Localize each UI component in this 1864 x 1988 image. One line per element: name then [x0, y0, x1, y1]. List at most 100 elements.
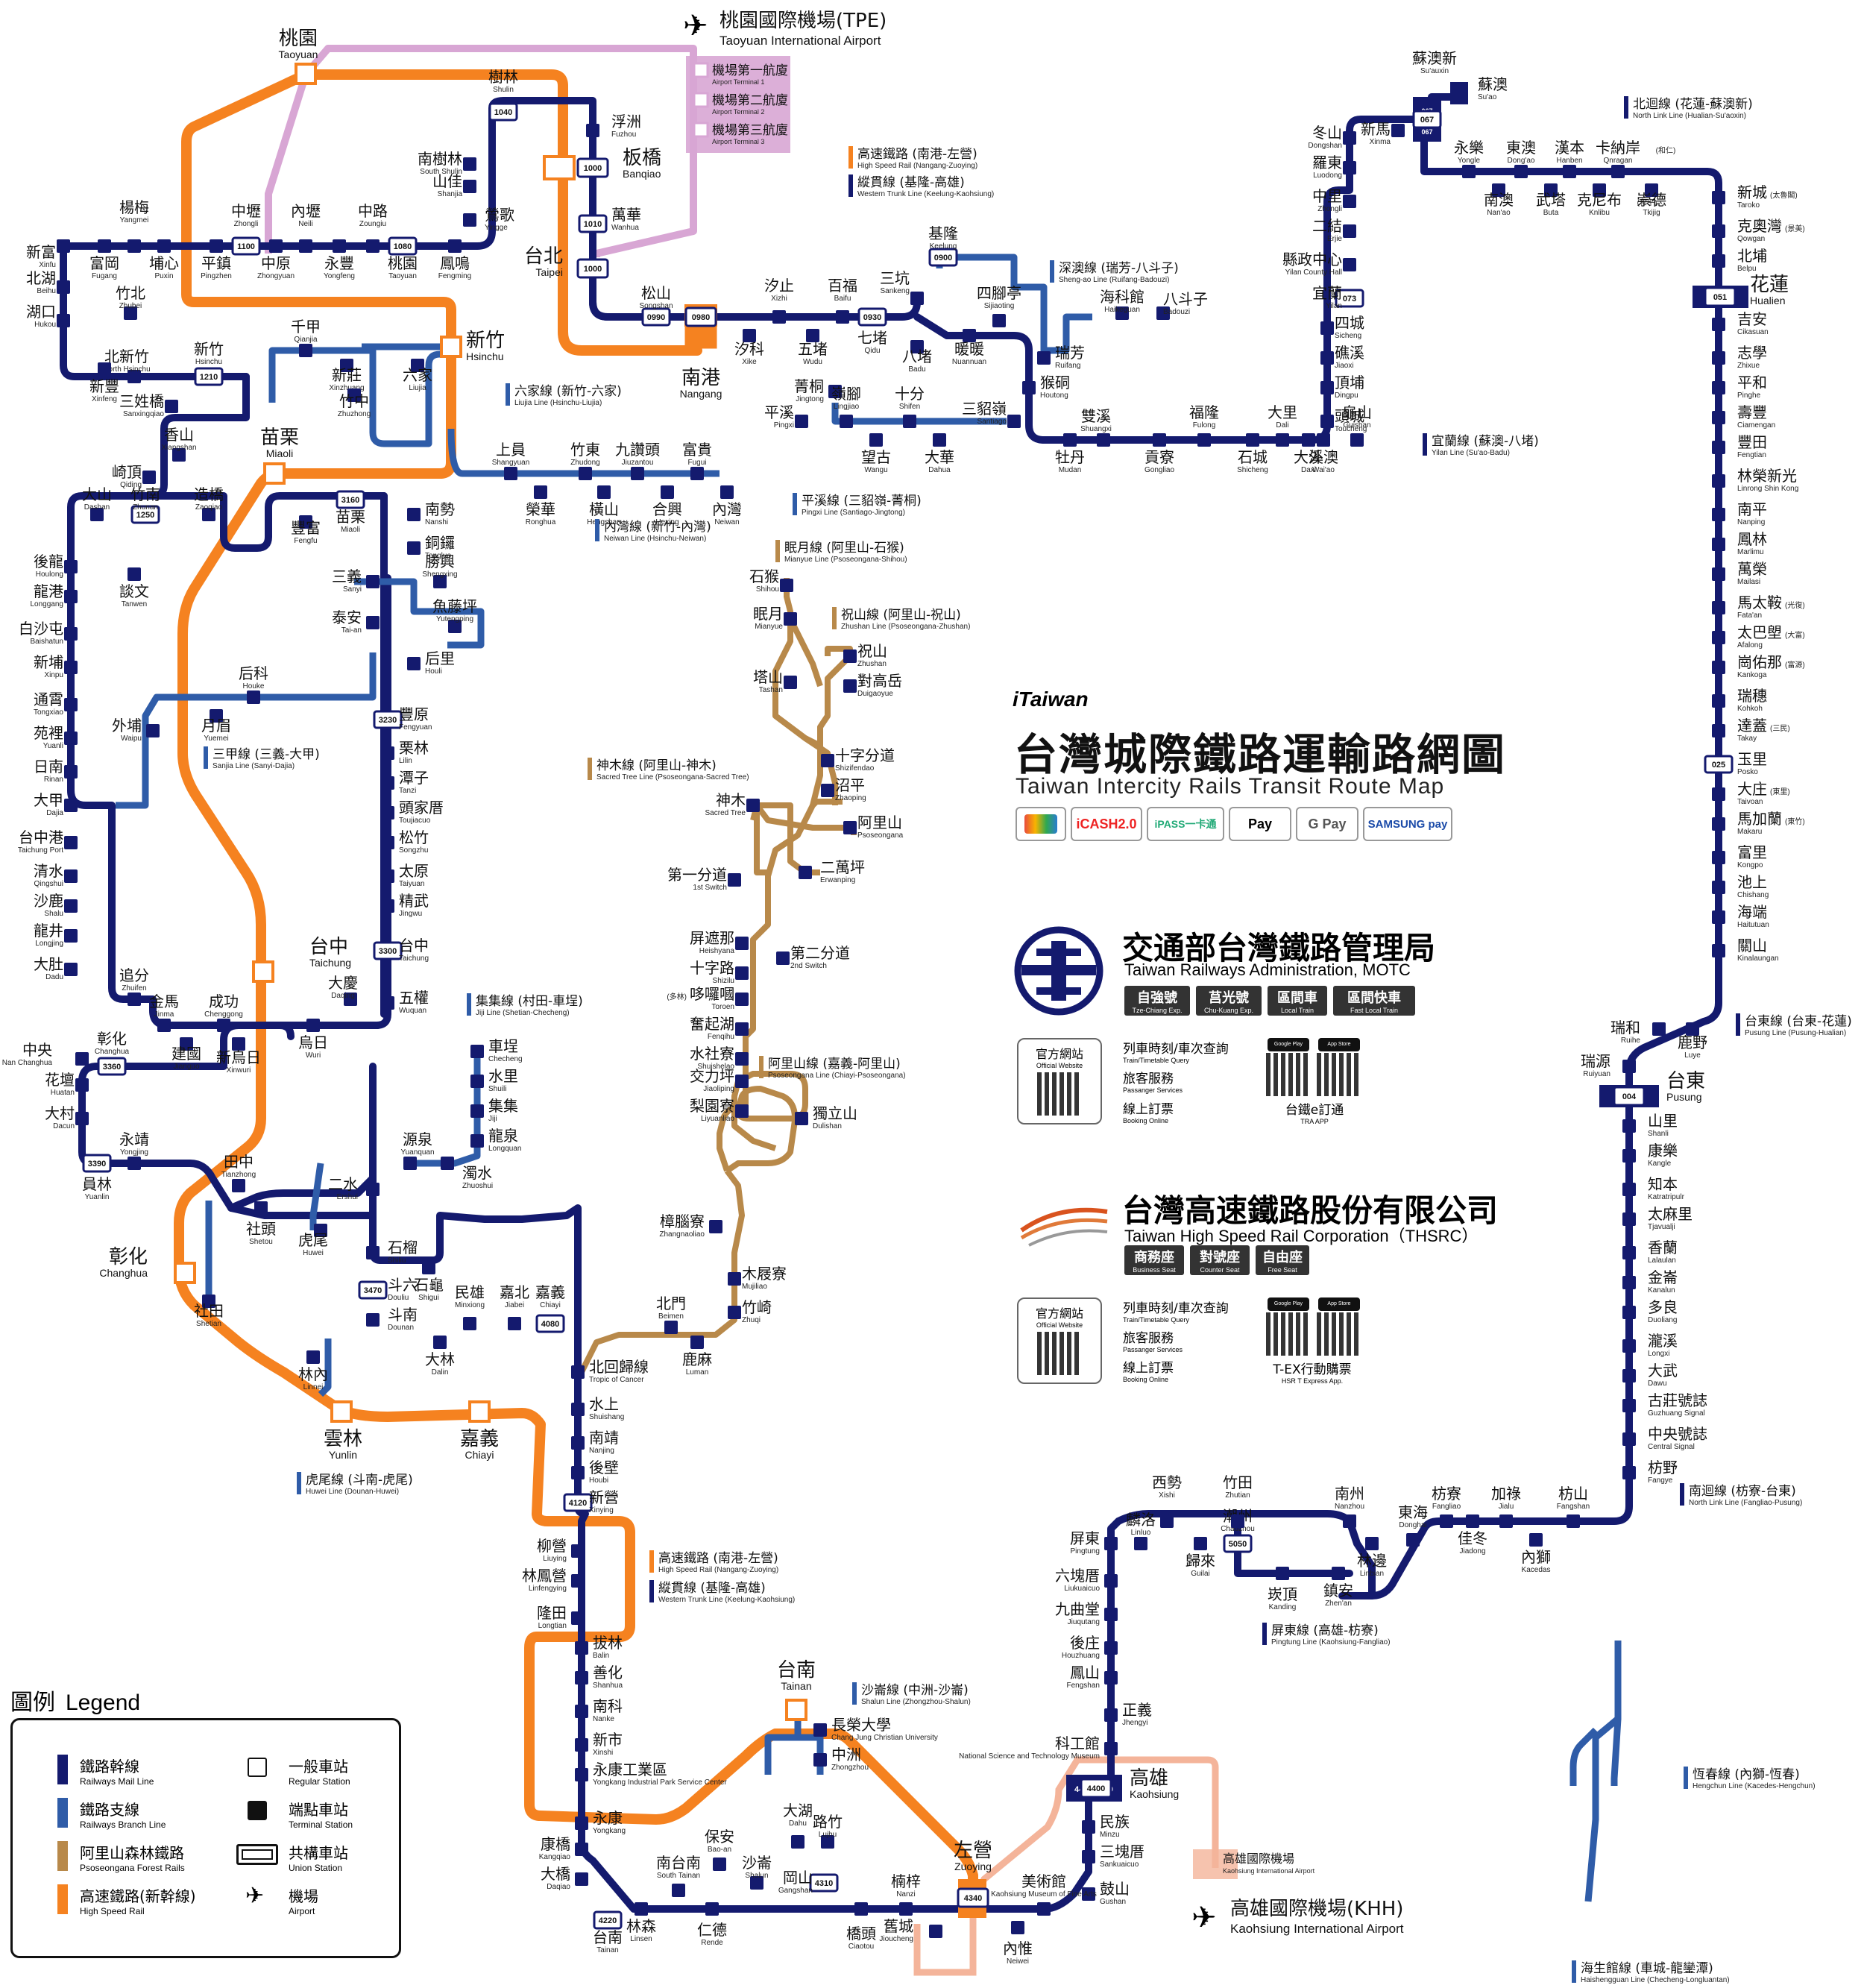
google-play-icon[interactable]: Google Play — [1268, 1038, 1309, 1051]
station-chaozhou[interactable]: 5050潮州Chaozhou — [1221, 1507, 1255, 1553]
app-store-icon[interactable]: App Store — [1318, 1038, 1360, 1051]
